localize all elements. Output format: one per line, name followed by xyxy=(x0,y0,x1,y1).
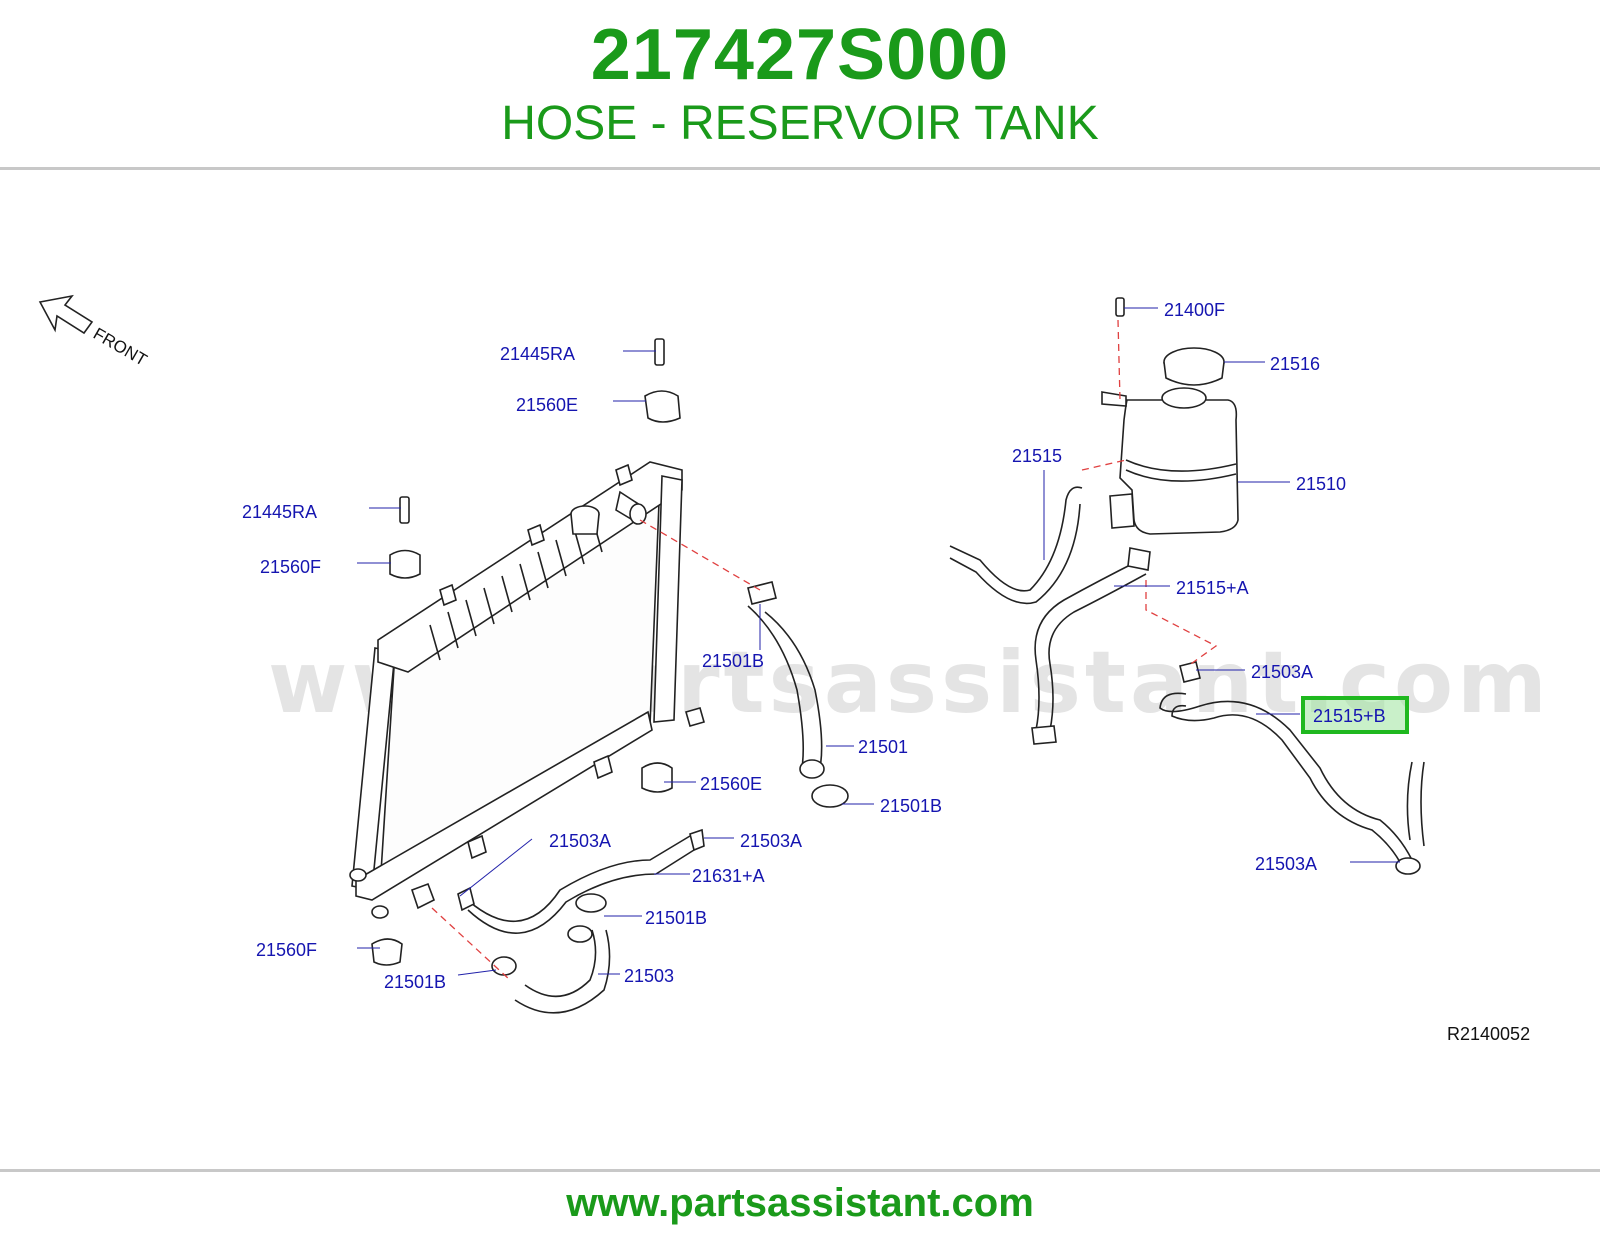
callout-label[interactable]: 21560F xyxy=(256,940,317,960)
callout-label[interactable]: 21503A xyxy=(1255,854,1317,874)
callout-label[interactable]: 21560E xyxy=(516,395,578,415)
reference-code: R2140052 xyxy=(1447,1024,1530,1044)
callout-label[interactable]: 21501 xyxy=(858,737,908,757)
callout-label[interactable]: 21503A xyxy=(740,831,802,851)
callout-label[interactable]: 21501B xyxy=(384,972,446,992)
callout-label[interactable]: 21400F xyxy=(1164,300,1225,320)
part-number-title: 217427S000 xyxy=(590,15,1010,95)
callout-label-highlighted[interactable]: 21515+B xyxy=(1313,706,1386,726)
highlight-box xyxy=(1301,696,1409,734)
callout-label[interactable]: 21503A xyxy=(549,831,611,851)
callout-label[interactable]: 21445RA xyxy=(500,344,575,364)
radiator-hoses xyxy=(457,581,849,1014)
callout-label[interactable]: 21516 xyxy=(1270,354,1320,374)
front-arrow-icon: FRONT xyxy=(38,294,150,370)
reservoir-hoses xyxy=(949,486,1425,875)
page-header: 217427S000 HOSE - RESERVOIR TANK xyxy=(0,0,1600,170)
callout-label[interactable]: 21631+A xyxy=(692,866,765,886)
callout-label[interactable]: 21510 xyxy=(1296,474,1346,494)
reservoir-tank-illustration xyxy=(1101,297,1239,535)
front-label: FRONT xyxy=(90,324,150,370)
hardware-parts xyxy=(371,338,705,966)
footer-url[interactable]: www.partsassistant.com xyxy=(566,1181,1034,1225)
radiator-illustration xyxy=(349,461,683,919)
callout-label[interactable]: 21560F xyxy=(260,557,321,577)
callout-label[interactable]: 21445RA xyxy=(242,502,317,522)
part-name-subtitle: HOSE - RESERVOIR TANK xyxy=(501,97,1099,150)
callout-label[interactable]: 21515 xyxy=(1012,446,1062,466)
callout-label[interactable]: 21501B xyxy=(880,796,942,816)
callout-label[interactable]: 21501B xyxy=(702,651,764,671)
bottom-divider xyxy=(0,1169,1600,1172)
callout-label[interactable]: 21560E xyxy=(700,774,762,794)
top-divider xyxy=(0,167,1600,170)
callout-label[interactable]: 21503A xyxy=(1251,662,1313,682)
callout-label[interactable]: 21503 xyxy=(624,966,674,986)
callout-label[interactable]: 21501B xyxy=(645,908,707,928)
leader-lines xyxy=(357,307,1400,976)
callout-label[interactable]: 21515+A xyxy=(1176,578,1249,598)
callout-labels: 21445RA 21560E 21445RA 21560F 21501B 215… xyxy=(242,300,1386,992)
